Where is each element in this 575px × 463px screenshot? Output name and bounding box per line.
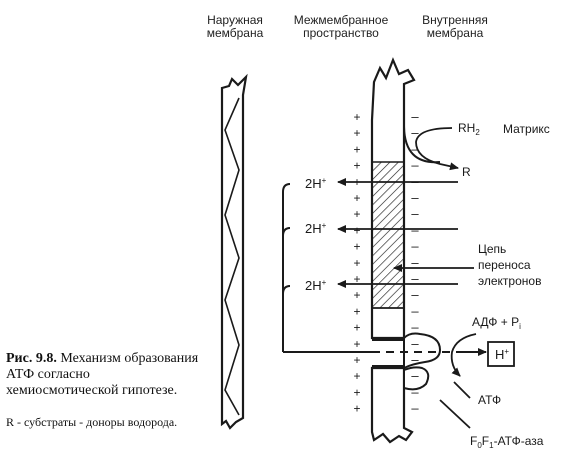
figure-description: Механизм образования АТФ согласно хемиос… bbox=[6, 351, 199, 398]
plus-sign: + bbox=[353, 159, 360, 173]
plus-sign: + bbox=[353, 256, 360, 270]
proton-label-3: 2H+ bbox=[305, 278, 327, 293]
positive-charges: + + + + + + + + + + + + + + + + + + + bbox=[353, 110, 360, 416]
proton-box-label: H+ bbox=[495, 347, 509, 362]
outer-membrane bbox=[220, 73, 248, 430]
atp-synthase bbox=[403, 332, 442, 391]
minus-sign: – bbox=[411, 368, 419, 383]
minus-sign: – bbox=[411, 320, 419, 335]
minus-sign: – bbox=[411, 109, 419, 124]
proton-label-1: 2H+ bbox=[305, 176, 327, 191]
atp-label: АТФ bbox=[478, 393, 501, 407]
proton-return-path bbox=[282, 183, 291, 352]
minus-sign: – bbox=[411, 222, 419, 237]
figure-number: Рис. 9.8. bbox=[6, 351, 57, 366]
rh2-label: RH2 bbox=[458, 121, 480, 137]
atp-arrows bbox=[439, 333, 477, 429]
substrate-arrows bbox=[415, 127, 459, 171]
figure-caption: Рис. 9.8. Механизм образования АТФ согла… bbox=[6, 351, 202, 399]
minus-sign: – bbox=[411, 303, 419, 318]
minus-sign: – bbox=[411, 174, 419, 189]
plus-sign: + bbox=[353, 191, 360, 205]
plus-sign: + bbox=[353, 304, 360, 318]
proton-channel bbox=[283, 339, 487, 367]
minus-sign: – bbox=[411, 336, 419, 351]
plus-sign: + bbox=[353, 353, 360, 367]
matrix-label: Матрикс bbox=[503, 122, 550, 136]
plus-sign: + bbox=[353, 385, 360, 399]
plus-sign: + bbox=[353, 223, 360, 237]
pump-arrows bbox=[337, 178, 474, 288]
figure-note: R - субстраты - доноры водорода. bbox=[6, 415, 178, 429]
minus-sign: – bbox=[411, 287, 419, 302]
proton-label-2: 2H+ bbox=[305, 221, 327, 236]
minus-sign: – bbox=[411, 271, 419, 286]
plus-sign: + bbox=[353, 288, 360, 302]
intermembrane-space-header: Межмембранное пространство bbox=[293, 13, 389, 40]
minus-sign: – bbox=[411, 239, 419, 254]
minus-sign: – bbox=[411, 401, 419, 416]
minus-sign: – bbox=[411, 125, 419, 140]
plus-sign: + bbox=[353, 175, 360, 189]
minus-sign: – bbox=[411, 255, 419, 270]
electron-transport-chain bbox=[371, 161, 405, 309]
minus-sign: – bbox=[411, 190, 419, 205]
plus-sign: + bbox=[353, 110, 360, 124]
minus-sign: – bbox=[411, 384, 419, 399]
plus-sign: + bbox=[353, 402, 360, 416]
plus-sign: + bbox=[353, 240, 360, 254]
r-label: R bbox=[462, 165, 471, 179]
adp-label: АДФ + Pi bbox=[472, 315, 521, 331]
chain-label-2: переноса bbox=[478, 258, 531, 272]
plus-sign: + bbox=[353, 321, 360, 335]
chain-label-1: Цепь bbox=[478, 242, 506, 256]
minus-sign: – bbox=[411, 206, 419, 221]
minus-sign: – bbox=[411, 141, 419, 156]
minus-sign: – bbox=[411, 158, 419, 173]
minus-sign: – bbox=[411, 352, 419, 367]
plus-sign: + bbox=[353, 207, 360, 221]
chain-label-3: электронов bbox=[478, 274, 541, 288]
f0f1-label: F0F1-АТФ-аза bbox=[470, 434, 544, 450]
plus-sign: + bbox=[353, 369, 360, 383]
proton-box bbox=[487, 341, 515, 367]
plus-sign: + bbox=[353, 142, 360, 156]
plus-sign: + bbox=[353, 272, 360, 286]
outer-membrane-header: Наружная мембрана bbox=[206, 13, 264, 40]
negative-charges: ––––––––––––––––––– bbox=[411, 109, 419, 416]
plus-sign: + bbox=[353, 126, 360, 140]
plus-sign: + bbox=[353, 337, 360, 351]
inner-membrane-header: Внутренняя мембрана bbox=[422, 13, 488, 40]
